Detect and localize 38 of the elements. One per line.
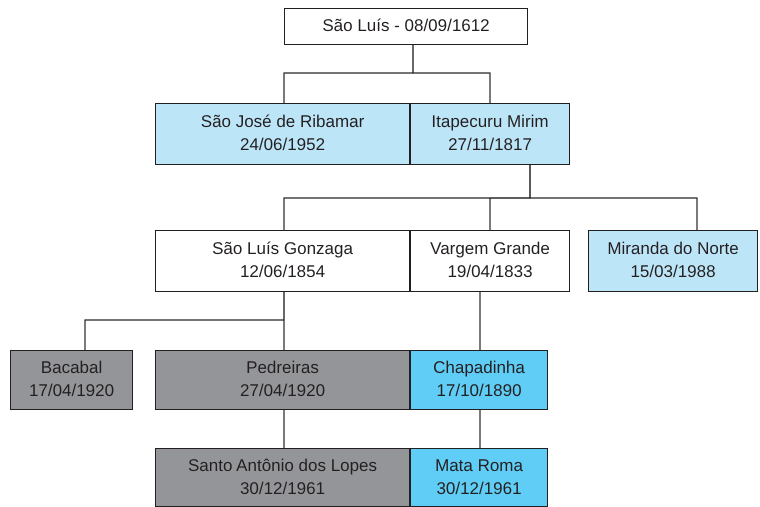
municipality-box — [284, 8, 528, 45]
municipality-name: Miranda do Norte — [607, 238, 739, 260]
municipality-name: São José de Ribamar — [200, 111, 364, 134]
connector-line — [479, 410, 481, 448]
municipality-box — [155, 350, 410, 410]
connector-line — [529, 165, 698, 230]
founding-date: 24/06/1952 — [240, 134, 326, 156]
founding-date: 15/03/1988 — [630, 261, 716, 283]
municipality-box — [155, 103, 410, 165]
municipality-name: Chapadinha — [433, 357, 525, 380]
municipality-name: São Luís - 08/09/1612 — [322, 15, 490, 38]
founding-date: 30/12/1961 — [240, 478, 326, 500]
founding-date: 30/12/1961 — [436, 478, 522, 500]
founding-date: 19/04/1833 — [447, 261, 533, 283]
founding-date: 27/04/1920 — [240, 380, 326, 402]
municipality-name: São Luís Gonzaga — [212, 238, 353, 260]
connector-line — [283, 292, 285, 350]
municipality-box — [410, 350, 548, 410]
municipality-name: Bacabal — [40, 357, 102, 380]
municipality-box — [410, 103, 570, 165]
founding-date: 17/04/1920 — [28, 380, 114, 402]
founding-date: 17/10/1890 — [436, 380, 522, 402]
municipality-name: Santo Antônio dos Lopes — [188, 454, 378, 477]
municipality-box — [155, 448, 410, 507]
municipality-box — [410, 230, 570, 292]
municipality-name: Itapecuru Mirim — [431, 111, 549, 134]
founding-date: 27/11/1817 — [448, 134, 532, 156]
municipality-box — [410, 448, 548, 507]
connector-line — [412, 45, 491, 103]
municipality-name: Pedreiras — [246, 357, 319, 380]
municipality-name: Mata Roma — [435, 454, 523, 477]
municipality-box — [588, 230, 758, 292]
founding-date: 12/06/1854 — [240, 261, 326, 283]
municipality-box — [155, 230, 410, 292]
municipality-box — [10, 350, 133, 410]
connector-line — [479, 292, 481, 350]
municipality-name: Vargem Grande — [430, 238, 550, 260]
connector-line — [283, 410, 285, 448]
